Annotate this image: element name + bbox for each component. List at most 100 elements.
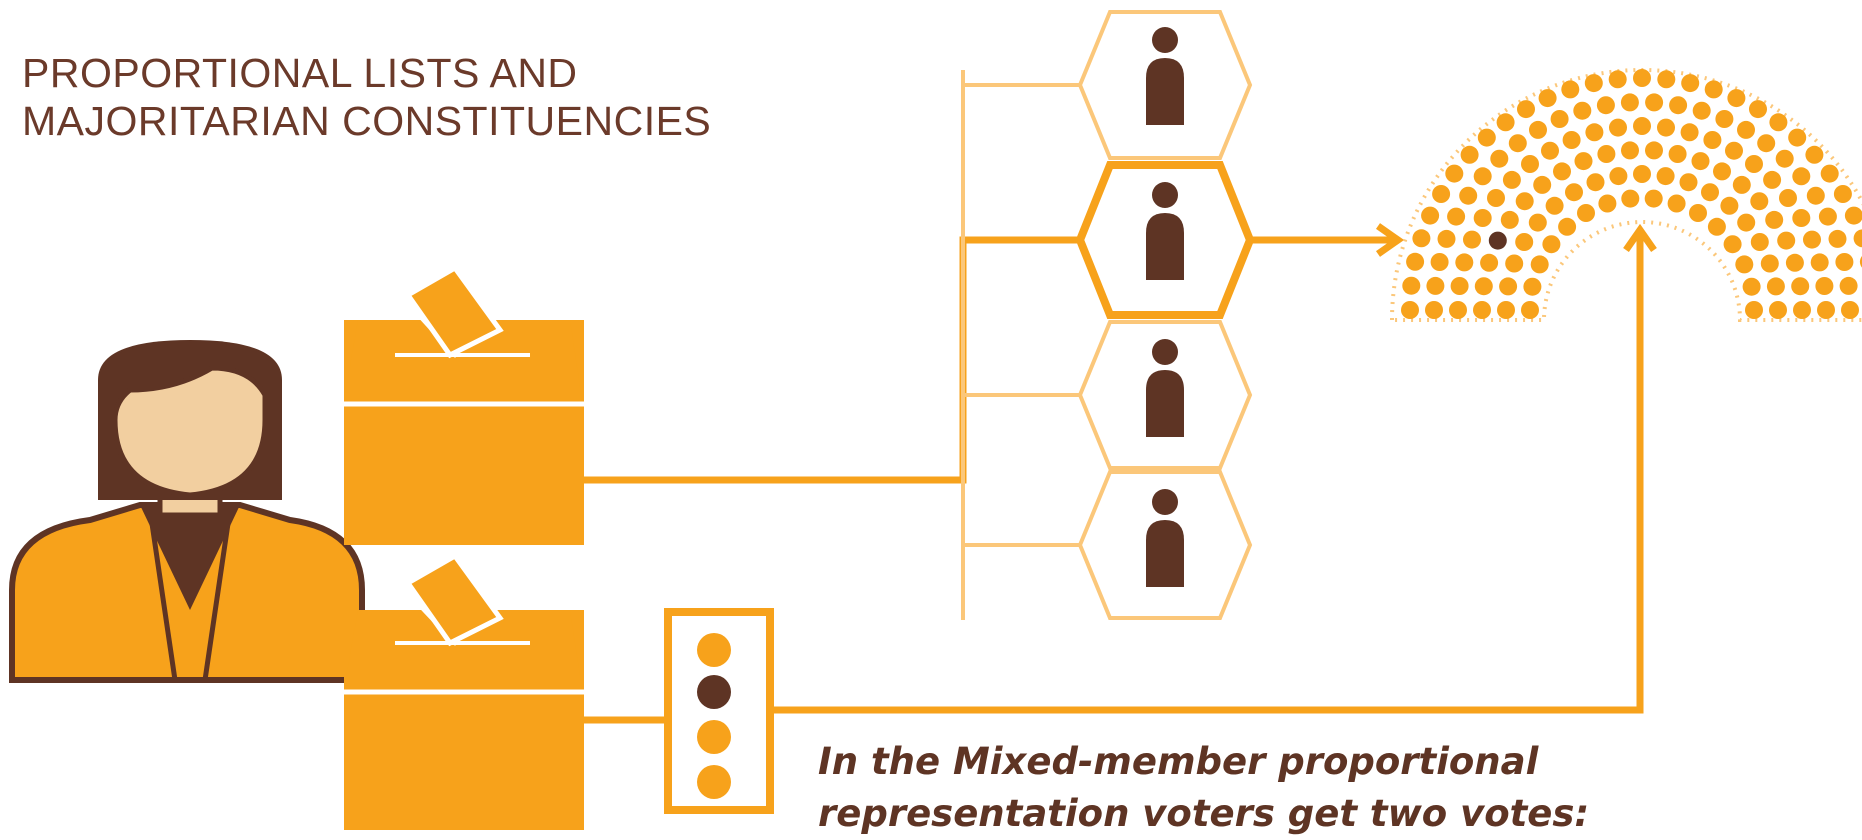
ballot-box-icon-2: [344, 552, 584, 830]
parliament-seat: [1412, 229, 1431, 248]
parliament-seat: [1598, 194, 1617, 213]
parliament-seat: [1806, 186, 1825, 205]
parliament-seat: [1459, 186, 1478, 205]
parliament-seat: [1497, 301, 1515, 319]
parliament-seat: [1853, 229, 1862, 248]
caption-line-2: representation voters get two votes:: [818, 792, 1590, 835]
parliament-seat: [1473, 301, 1491, 319]
parliament-seat: [1633, 117, 1651, 135]
parliament-seat: [1499, 277, 1518, 296]
parliament-seat: [1406, 252, 1425, 271]
parliament-seat: [1530, 255, 1549, 274]
parliament-seat: [1841, 301, 1859, 319]
parliament-seat: [1505, 254, 1524, 273]
parliament-seat: [1810, 253, 1829, 272]
parliament-seat: [1553, 162, 1571, 181]
parliament-seat: [1425, 301, 1443, 319]
parliament-seat: [1828, 229, 1847, 248]
parliament-seat: [1667, 194, 1686, 213]
parliament-seat: [1450, 277, 1469, 295]
parliament-seat: [1763, 170, 1782, 189]
parliament-seat: [1715, 110, 1734, 128]
parliament-seat: [1445, 164, 1464, 183]
parliament-seat: [1750, 192, 1769, 211]
parliament-seat: [1735, 255, 1754, 274]
parliament-seat: [1449, 301, 1467, 319]
parliament-seat: [1745, 301, 1763, 319]
parliament-seat: [1779, 189, 1797, 207]
parliament-seat: [1681, 74, 1700, 93]
parliament-seat: [1657, 118, 1675, 137]
parliament-seat: [1584, 74, 1603, 93]
parliament-seat: [1463, 230, 1481, 249]
parliament-seat: [1474, 277, 1493, 296]
parliament-seat: [1430, 253, 1449, 271]
parliament-seat: [1586, 173, 1605, 192]
parliament-seat: [1805, 145, 1824, 164]
candidate-icon-4: [1077, 470, 1253, 620]
parliament-seat: [1757, 134, 1776, 153]
parliament-seat: [1835, 253, 1854, 271]
parliament-seat: [1573, 101, 1592, 120]
parliament-seat: [1668, 145, 1687, 163]
parliament-seat: [1455, 253, 1474, 272]
parliament-seat: [1401, 301, 1419, 319]
parliament-seat: [1565, 183, 1583, 202]
parliament-seat: [1645, 93, 1664, 112]
parliament-seat: [1421, 206, 1440, 225]
parliament-seat: [1737, 213, 1756, 232]
parliament-seat: [1517, 100, 1535, 119]
parliament-seat: [1502, 170, 1521, 189]
parliament-seat: [1480, 253, 1499, 272]
parliament-seat: [1609, 167, 1628, 186]
parliament-seat: [1777, 231, 1796, 250]
parliament-seat: [1533, 175, 1552, 194]
parliament-seat: [1620, 93, 1639, 112]
parliament-seat: [1817, 301, 1835, 319]
parliament-seat: [1477, 128, 1496, 147]
ballot-box-icon-1: [344, 264, 584, 545]
parliament-seat: [1645, 141, 1663, 160]
parliament-seat: [1596, 96, 1615, 115]
parliament-seat: [1839, 276, 1858, 295]
parliament-seat: [1550, 110, 1569, 128]
parliament-seat: [1608, 70, 1627, 89]
parliament-seat: [1742, 277, 1761, 296]
parliament-seat: [1656, 167, 1675, 186]
parliament-seat: [1820, 164, 1839, 183]
parliament-seat: [1523, 277, 1542, 296]
parliament-seat: [1515, 233, 1534, 251]
parliament-seat: [1792, 167, 1811, 186]
parliament-seat: [1725, 141, 1743, 160]
parliament-seat: [1701, 183, 1719, 202]
parliament-seat: [1859, 256, 1862, 268]
parliament-seat: [1669, 96, 1688, 115]
parliament-seat: [1844, 206, 1862, 225]
parliament-seat: [1750, 233, 1769, 251]
parliament-seat: [1691, 152, 1710, 171]
parliament-seat: [1437, 229, 1456, 248]
parliament-seat: [1562, 131, 1581, 149]
constituency-connector: [584, 70, 1080, 620]
parliament-seat: [1508, 134, 1527, 153]
parliament-seat: [1521, 155, 1539, 173]
parliament-seat: [1521, 301, 1539, 319]
parliament-seats: [1401, 69, 1862, 319]
parliament-seat: [1769, 113, 1788, 132]
parliament-seat: [1529, 120, 1547, 139]
parliament-seat: [1723, 235, 1742, 254]
parliament-seat: [1609, 118, 1627, 137]
parliament-seat: [1818, 207, 1837, 226]
parliament-seat: [1644, 189, 1663, 208]
parliament-seat: [1760, 254, 1779, 273]
parliament-seat: [1447, 207, 1466, 226]
parliament-seat: [1815, 277, 1834, 295]
parliament-seat: [1460, 145, 1479, 164]
parliament-seat: [1574, 152, 1593, 171]
parliament-seat: [1703, 131, 1722, 149]
diagram-title-line-2: MAJORITARIAN CONSTITUENCIES: [22, 98, 712, 144]
parliament-seat: [1833, 185, 1852, 203]
candidate-icon-2-selected: [1075, 161, 1255, 319]
